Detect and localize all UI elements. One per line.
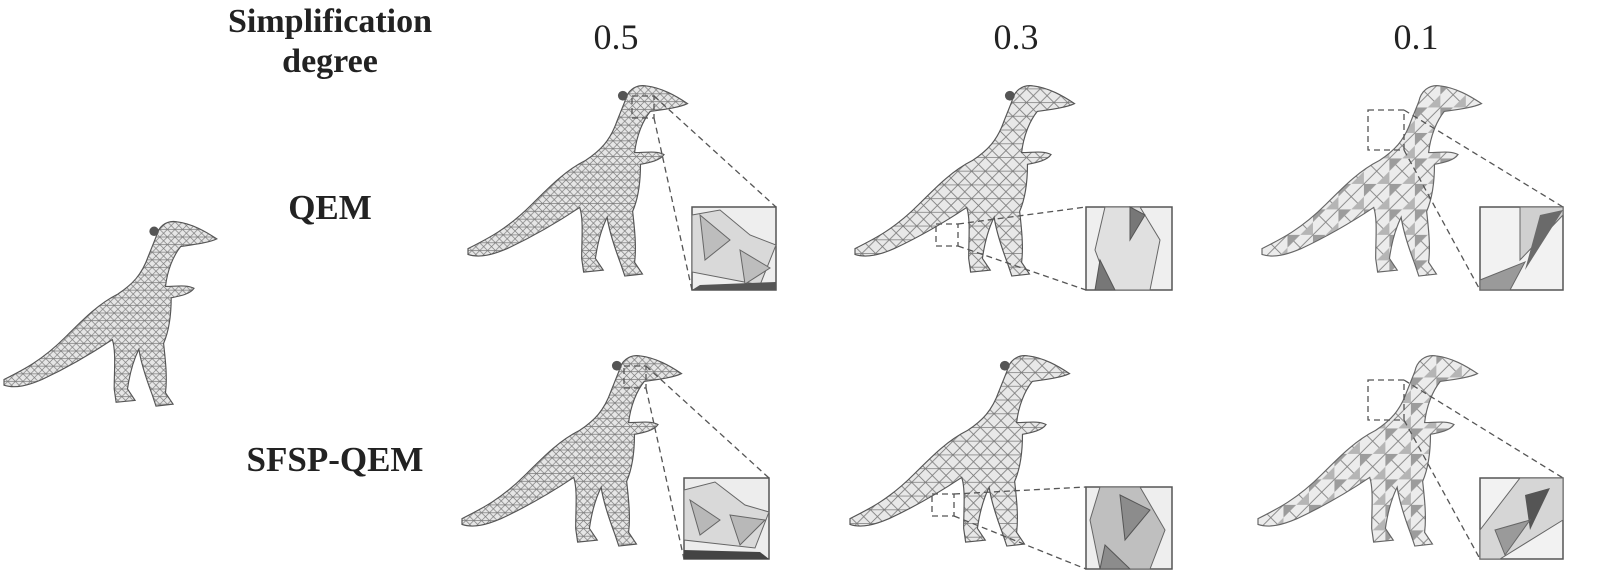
header-title-line1: Simplification [227,3,433,40]
qem-0.5-model [467,85,689,277]
degree-label-0.3: 0.3 [993,17,1039,57]
degree-label-0.5: 0.5 [593,17,639,57]
header-title-line2: degree [282,43,378,80]
qem-0.1-zoom [1479,206,1564,291]
qem-0.5-roi [631,95,655,119]
sfsp-0.5-roi [623,365,647,389]
method-label-qem: QEM [288,188,372,227]
qem-0.3-zoom [1085,206,1173,291]
sfsp-0.1-model [1257,355,1479,547]
sfsp-0.1-zoom [1479,477,1564,560]
method-label-sfsp-qem: SFSP-QEM [246,440,424,479]
sfsp-0.5-model [461,355,683,547]
sfsp-0.3-roi [931,493,955,517]
degree-label-0.1: 0.1 [1393,17,1439,57]
sfsp-0.3-model [849,355,1071,547]
original-model [3,220,218,407]
qem-0.1-roi [1367,109,1405,151]
qem-0.1-model [1261,85,1483,277]
sfsp-0.1-roi [1367,379,1405,421]
qem-0.3-model [854,85,1076,277]
qem-0.3-roi [935,223,959,247]
sfsp-0.3-zoom [1085,486,1173,570]
header-title: Simplification degree [200,2,460,82]
qem-0.5-zoom [691,206,777,291]
sfsp-0.5-zoom [683,477,770,560]
